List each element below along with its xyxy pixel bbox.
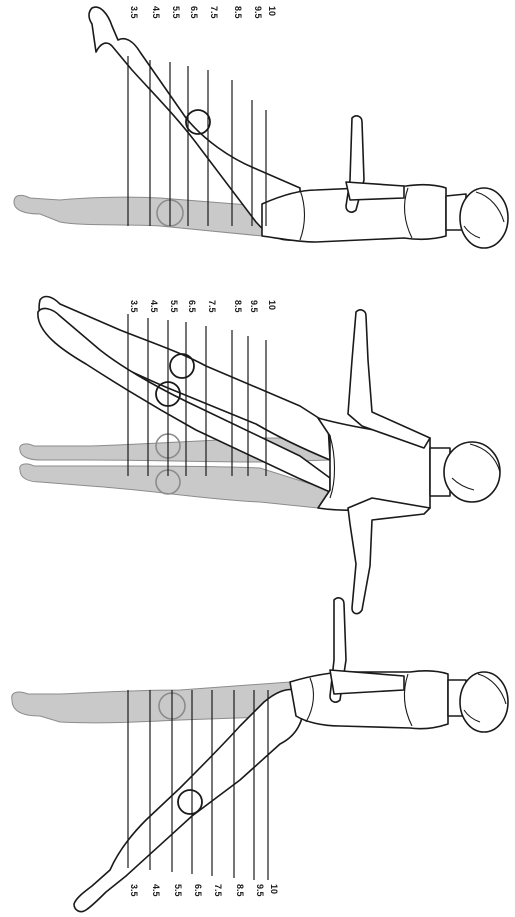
top-head	[460, 188, 508, 248]
measure-label-bottom-5-5: 5.5	[173, 884, 183, 897]
measure-label-top-5-5: 5.5	[171, 6, 181, 19]
measure-label-top-8-5: 8.5	[233, 6, 243, 19]
measure-label-bottom-10: 10	[269, 884, 279, 894]
measure-label-top-4-5: 4.5	[151, 6, 161, 19]
top-forearm	[346, 182, 404, 200]
measure-label-top-3-5: 3.5	[129, 6, 139, 19]
middle-head	[444, 442, 500, 502]
measure-label-middle-4-5: 4.5	[149, 300, 159, 313]
middle-arm-lower	[348, 498, 430, 614]
measure-label-bottom-7-5: 7.5	[213, 884, 223, 897]
measure-label-top-7-5: 7.5	[209, 6, 219, 19]
measure-label-middle-9-5: 9.5	[249, 300, 259, 313]
top-resting-leg-shadow	[14, 195, 262, 236]
figure-top	[14, 7, 508, 248]
measure-label-bottom-6-5: 6.5	[193, 884, 203, 897]
measure-label-top-6-5: 6.5	[189, 6, 199, 19]
measure-label-middle-6-5: 6.5	[187, 300, 197, 313]
measure-label-bottom-8-5: 8.5	[235, 884, 245, 897]
figure-middle	[20, 297, 500, 614]
figure-bottom	[12, 598, 508, 912]
measure-label-bottom-9-5: 9.5	[255, 884, 265, 897]
measure-label-middle-7-5: 7.5	[207, 300, 217, 313]
measure-label-middle-5-5: 5.5	[169, 300, 179, 313]
measure-label-middle-8-5: 8.5	[233, 300, 243, 313]
measure-label-bottom-3-5: 3.5	[129, 884, 139, 897]
measure-label-top-10: 10	[267, 6, 277, 16]
measure-label-middle-10: 10	[267, 300, 277, 310]
measure-label-bottom-4-5: 4.5	[151, 884, 161, 897]
measure-label-middle-3-5: 3.5	[129, 300, 139, 313]
measure-label-top-9-5: 9.5	[253, 6, 263, 19]
bottom-head	[460, 672, 508, 732]
